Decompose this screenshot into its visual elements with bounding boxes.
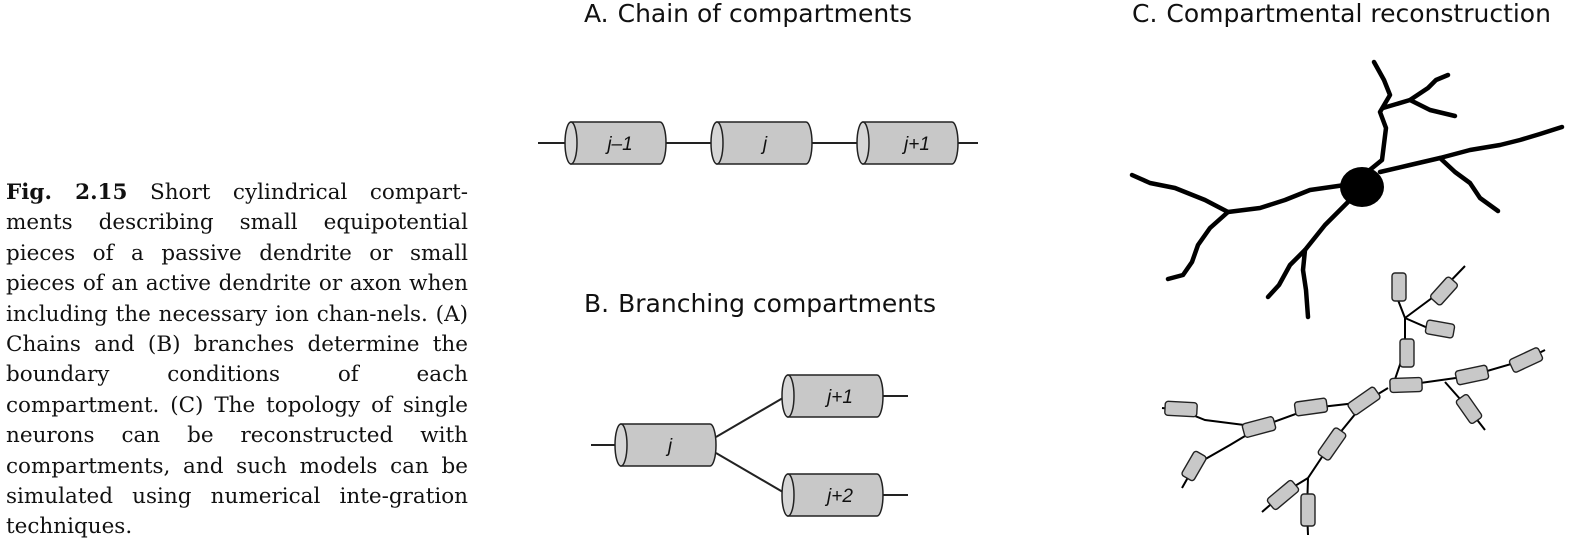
dendrite-down bbox=[1265, 197, 1353, 300]
mini-compartment bbox=[1241, 416, 1277, 438]
figure-caption: Fig. 2.15 Short cylindrical compart-ment… bbox=[6, 178, 468, 543]
panel-b-title-text: Branching compartments bbox=[618, 289, 936, 318]
mini-compartment bbox=[1455, 393, 1483, 425]
panel-a-title-text: Chain of compartments bbox=[617, 0, 913, 28]
neuron-morphology bbox=[1129, 59, 1565, 320]
figure-caption-text: Short cylindrical compart-ments describi… bbox=[6, 180, 468, 540]
branch-link-lower bbox=[715, 452, 789, 496]
mini-compartment bbox=[1164, 400, 1198, 418]
panel-a-letter: A. bbox=[584, 0, 609, 28]
mini-compartment bbox=[1508, 347, 1544, 373]
mini-compartment bbox=[1181, 450, 1207, 482]
mini-compartment bbox=[1454, 364, 1490, 386]
mini-compartment bbox=[1391, 272, 1407, 302]
panel-b-branch bbox=[591, 394, 908, 496]
dendrite-up-branch-1 bbox=[1380, 72, 1451, 111]
dendrite-left-branch bbox=[1165, 209, 1231, 282]
mini-compartment bbox=[1293, 397, 1329, 417]
figure-label: Fig. 2.15 bbox=[6, 180, 128, 205]
compartment-a1: j–1 bbox=[564, 121, 667, 165]
mini-compartment bbox=[1317, 427, 1347, 461]
branch-link-upper bbox=[715, 394, 789, 438]
wire-trunk-up bbox=[1392, 299, 1406, 386]
compartment-b3: j+2 bbox=[781, 473, 884, 517]
panel-c-letter: C. bbox=[1132, 0, 1158, 28]
dendrite-left bbox=[1129, 172, 1348, 215]
compartment-a1-label: j–1 bbox=[604, 134, 632, 155]
compartment-b1-label: j bbox=[665, 436, 673, 457]
dendrite-down-branch bbox=[1300, 247, 1311, 320]
panel-c-title-text: Compartmental reconstruction bbox=[1166, 0, 1551, 28]
mini-compartment bbox=[1266, 479, 1300, 511]
mini-compartment bbox=[1300, 493, 1316, 527]
panel-a-title: A. Chain of compartments bbox=[584, 0, 912, 28]
dendrite-up-branch-2 bbox=[1407, 97, 1458, 119]
neuron-soma bbox=[1340, 167, 1384, 207]
compartment-b2: j+1 bbox=[781, 374, 884, 418]
compartment-b1: j bbox=[614, 423, 717, 467]
compartment-a2: j bbox=[710, 121, 813, 165]
dendrite-right-branch bbox=[1437, 155, 1501, 214]
mini-compartment bbox=[1389, 376, 1423, 394]
dendrite-up bbox=[1352, 59, 1393, 185]
compartment-a3-label: j+1 bbox=[901, 134, 930, 155]
compartment-tree-cylinders bbox=[1164, 272, 1544, 527]
compartment-a2-label: j bbox=[760, 134, 768, 155]
mini-compartment bbox=[1429, 276, 1459, 306]
panel-b-letter: B. bbox=[584, 289, 610, 318]
mini-compartment bbox=[1347, 386, 1381, 416]
compartment-a3: j+1 bbox=[856, 121, 959, 165]
panel-b-title: B. Branching compartments bbox=[584, 289, 936, 318]
compartment-b2-label: j+1 bbox=[824, 387, 853, 408]
panel-c-title: C. Compartmental reconstruction bbox=[1132, 0, 1551, 28]
dendrite-right bbox=[1377, 124, 1565, 175]
mini-compartment bbox=[1424, 319, 1456, 339]
mini-compartment bbox=[1399, 338, 1415, 368]
compartment-b3-label: j+2 bbox=[824, 486, 853, 507]
